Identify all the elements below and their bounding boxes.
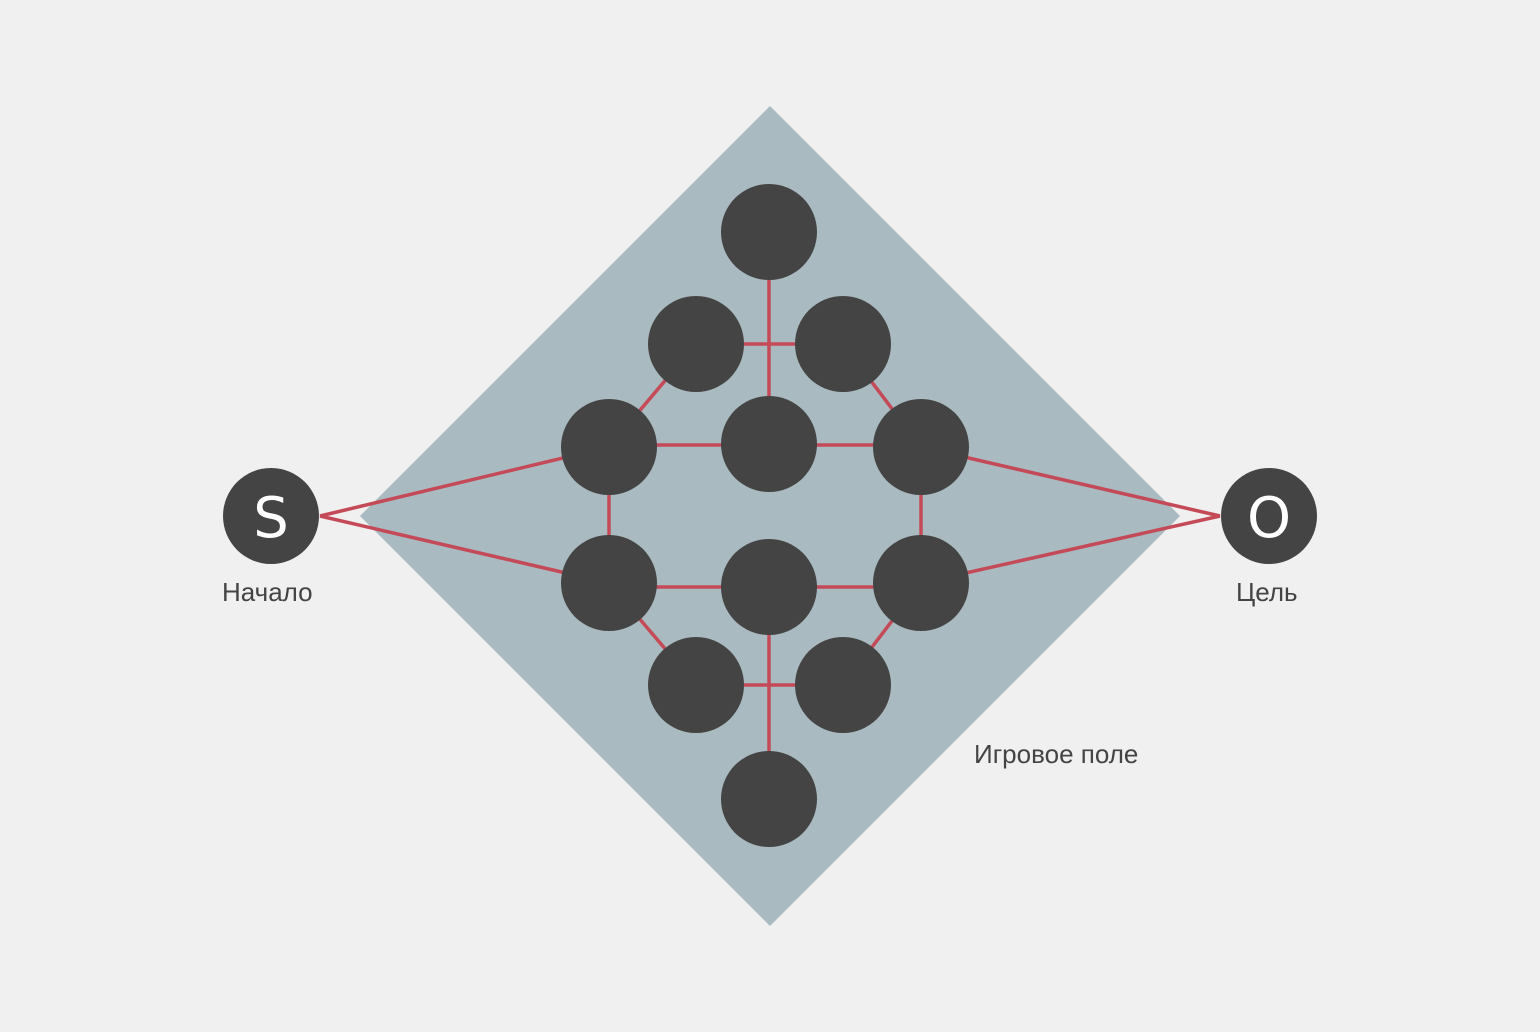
start-node: S <box>223 468 319 564</box>
node-mid-upper-left <box>561 399 657 495</box>
start-node-letter: S <box>253 486 289 551</box>
edge-start-upper <box>319 445 610 518</box>
edge-goal-lower <box>920 514 1221 585</box>
graph-nodes <box>561 184 969 847</box>
start-label: Начало <box>222 577 313 607</box>
game-field-label: Игровое поле <box>974 739 1139 769</box>
node-upper-left <box>648 296 744 392</box>
node-bottom <box>721 751 817 847</box>
game-field-diamond <box>360 106 1180 926</box>
goal-node: O <box>1221 468 1317 564</box>
node-upper-right <box>795 296 891 392</box>
node-mid-upper-right <box>873 399 969 495</box>
node-mid-lower-center <box>721 539 817 635</box>
goal-label: Цель <box>1236 577 1298 607</box>
goal-node-letter: O <box>1247 486 1291 551</box>
edge-goal-upper <box>920 445 1221 518</box>
edge-start-lower <box>319 514 610 585</box>
node-mid-lower-right <box>873 535 969 631</box>
node-top <box>721 184 817 280</box>
node-lower-right <box>795 637 891 733</box>
node-lower-left <box>648 637 744 733</box>
node-mid-lower-left <box>561 535 657 631</box>
node-mid-upper-center <box>721 396 817 492</box>
